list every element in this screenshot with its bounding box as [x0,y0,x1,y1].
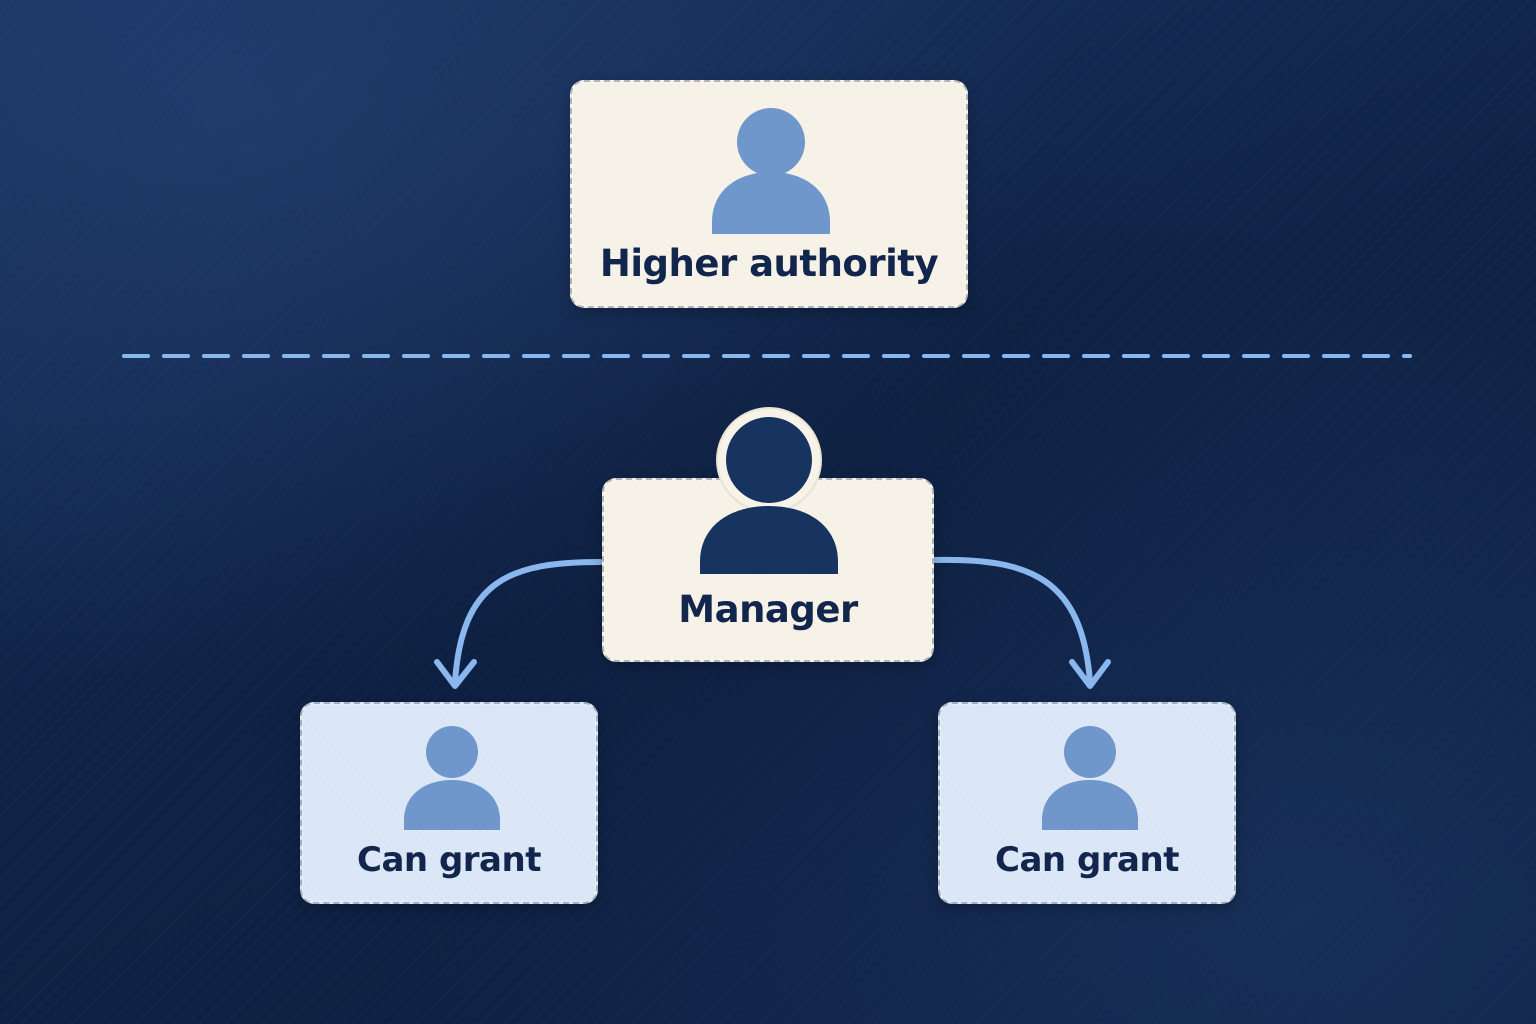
right-report-label: Can grant [995,840,1179,880]
person-icon [1042,726,1138,830]
arrowhead-left [434,659,477,689]
person-icon [404,726,500,830]
right-report-card[interactable]: Can grant [938,702,1236,904]
arrowhead-right [1069,659,1111,689]
higher-authority-card[interactable]: Higher authority [570,80,968,308]
person-icon [700,407,838,574]
person-icon [712,108,830,234]
arrow-to-right [931,556,1093,685]
left-report-card[interactable]: Can grant [300,702,598,904]
arrow-to-left [452,559,603,685]
manager-label: Manager [678,588,858,631]
higher-authority-label: Higher authority [599,242,939,285]
left-report-label: Can grant [357,840,541,880]
